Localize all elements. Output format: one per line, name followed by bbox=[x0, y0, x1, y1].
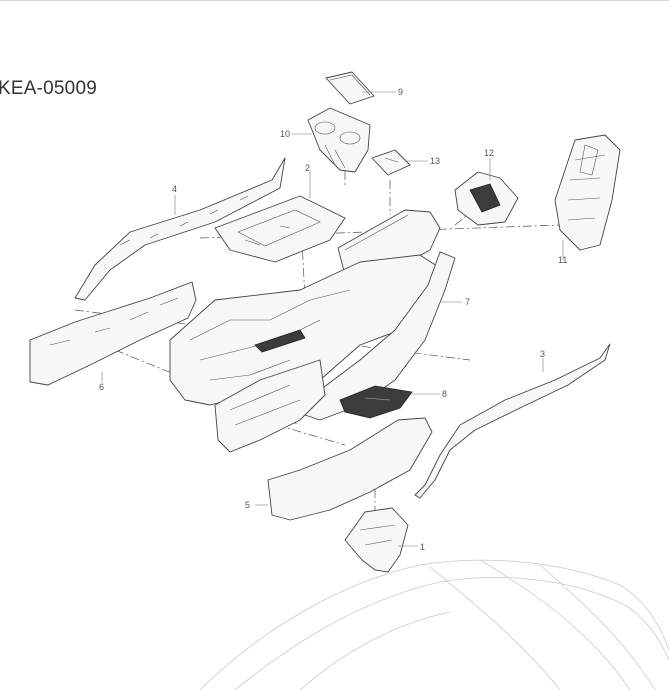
part-10-cupholder bbox=[307, 107, 371, 173]
callout-1: 1 bbox=[420, 542, 425, 552]
callout-labels: 1 2 3 4 5 6 7 8 9 10 11 12 13 bbox=[99, 87, 567, 552]
part-9-cover bbox=[325, 71, 375, 105]
callout-6: 6 bbox=[99, 382, 104, 392]
callout-12: 12 bbox=[484, 148, 494, 158]
part-1-bracket bbox=[344, 507, 409, 573]
part-11-rear-panel bbox=[554, 134, 621, 251]
diagram-code: KEA-05009 bbox=[0, 78, 97, 99]
vehicle-ghost-outline bbox=[199, 559, 669, 690]
part-4-side-trim bbox=[74, 157, 286, 301]
part-8-mat bbox=[339, 385, 413, 419]
callout-2: 2 bbox=[305, 163, 310, 173]
callout-4: 4 bbox=[172, 184, 177, 194]
leader-lines bbox=[101, 91, 564, 547]
part-2-console-top bbox=[214, 195, 346, 263]
part-6-left-panel bbox=[29, 281, 197, 386]
part-12-trim bbox=[454, 171, 519, 226]
callout-5: 5 bbox=[245, 500, 250, 510]
lower-console-front bbox=[214, 359, 326, 453]
callout-3: 3 bbox=[540, 349, 545, 359]
frame-border bbox=[0, 0, 669, 1]
callout-11: 11 bbox=[558, 255, 567, 265]
console-frame bbox=[169, 254, 441, 421]
callout-8: 8 bbox=[442, 389, 447, 399]
callout-7: 7 bbox=[465, 297, 470, 307]
callout-13: 13 bbox=[430, 156, 440, 166]
callout-9: 9 bbox=[398, 87, 403, 97]
part-13-pad bbox=[371, 149, 411, 176]
part-5-lower-panel bbox=[267, 417, 433, 521]
part-3-curved-trim bbox=[414, 343, 611, 499]
callout-10: 10 bbox=[280, 129, 290, 139]
